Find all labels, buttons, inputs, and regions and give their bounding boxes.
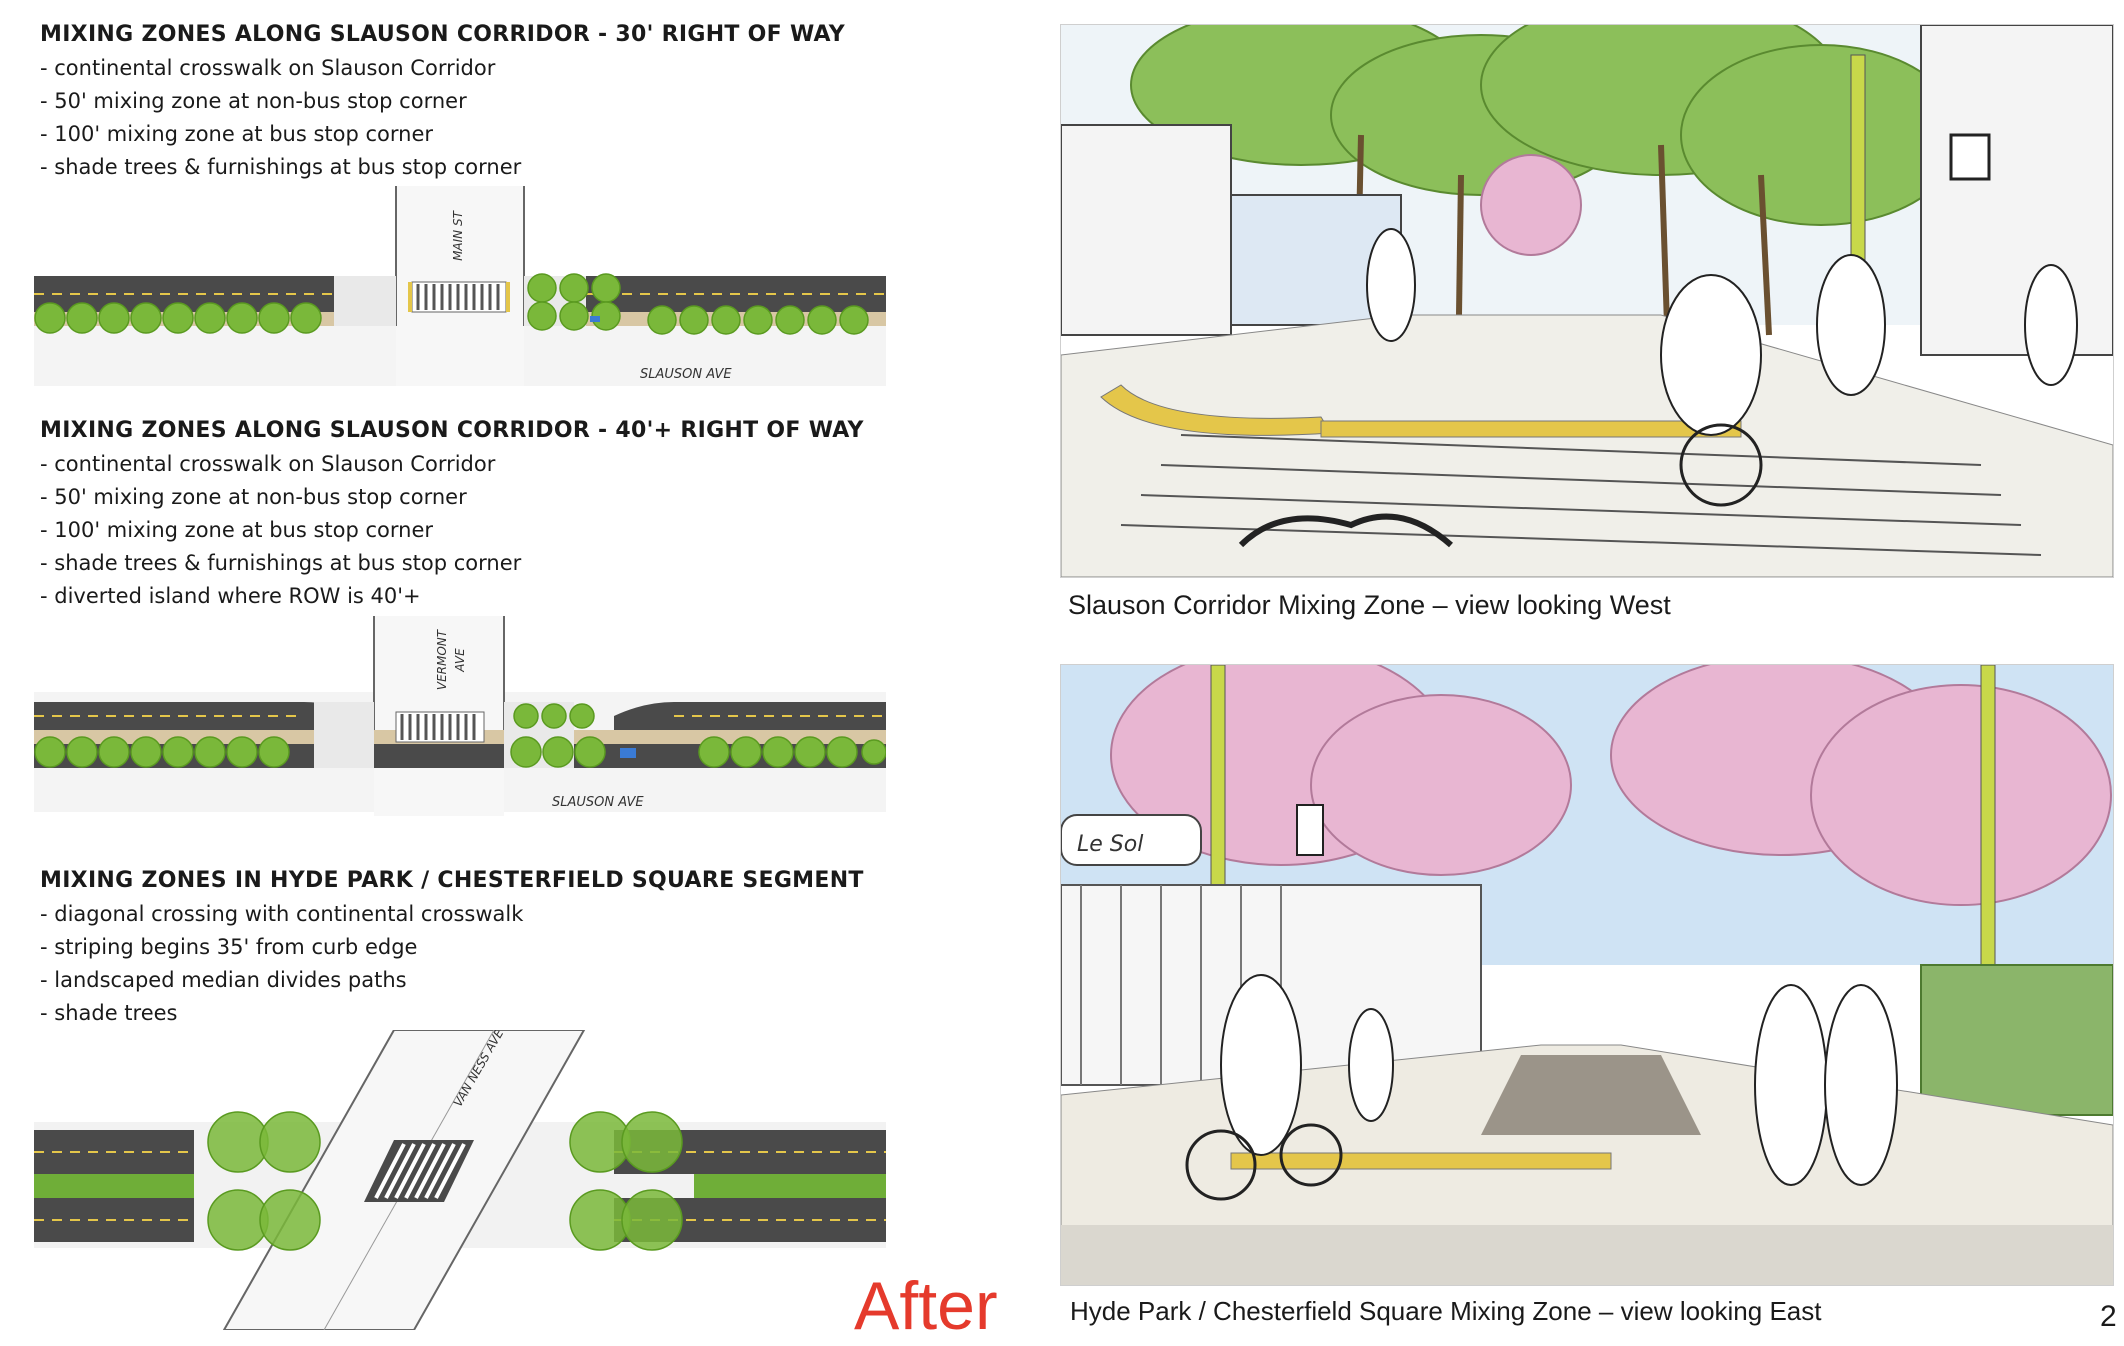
bullet: landscaped median divides paths — [40, 964, 900, 997]
section-30ft: MIXING ZONES ALONG SLAUSON CORRIDOR - 30… — [40, 18, 900, 184]
rendering-hyde-park-east: Le Sol — [1060, 664, 2114, 1286]
tree-row-east — [647, 305, 869, 335]
tree-cluster-bus-stop — [527, 273, 621, 331]
bullet: shade trees — [40, 997, 900, 1030]
plan-diagram-30ft: MAIN ST SLAUSON AVE — [34, 186, 886, 386]
cross-street-label: MAIN ST — [451, 209, 465, 261]
rendering-slauson-west — [1060, 24, 2114, 578]
plan-diagram-40ft: VERMONT AVE SLAUSON AVE — [34, 616, 886, 816]
shade-trees — [207, 1111, 683, 1251]
landscaped-median-west — [34, 1174, 194, 1198]
bullet: shade trees & furnishings at bus stop co… — [40, 547, 900, 580]
shop-sign-text: Le Sol — [1077, 832, 1143, 857]
section-title: MIXING ZONES ALONG SLAUSON CORRIDOR - 30… — [40, 22, 845, 47]
bullet: 50' mixing zone at non-bus stop corner — [40, 85, 900, 118]
tree-cluster-bus-stop — [510, 703, 606, 768]
plan-diagram-hyde-park: VAN NESS AVE — [34, 1030, 886, 1330]
crosswalk — [408, 281, 510, 313]
section-title: MIXING ZONES IN HYDE PARK / CHESTERFIELD… — [40, 868, 864, 893]
bullet: striping begins 35' from curb edge — [40, 931, 900, 964]
cross-street-label: VERMONT — [435, 628, 449, 690]
tree-row-east — [698, 736, 886, 768]
after-label: After — [854, 1268, 998, 1344]
bullet: continental crosswalk on Slauson Corrido… — [40, 448, 900, 481]
bullet: diagonal crossing with continental cross… — [40, 898, 900, 931]
bullet: 100' mixing zone at bus stop corner — [40, 118, 900, 151]
bullet: 100' mixing zone at bus stop corner — [40, 514, 900, 547]
bullet: 50' mixing zone at non-bus stop corner — [40, 481, 900, 514]
bullet-list: diagonal crossing with continental cross… — [40, 898, 900, 1030]
page-number: 2 — [2100, 1300, 2117, 1333]
tree-row-west — [34, 302, 322, 334]
photo-caption: Slauson Corridor Mixing Zone – view look… — [1068, 590, 1671, 620]
bullet: continental crosswalk on Slauson Corrido… — [40, 52, 900, 85]
section-hyde-park: MIXING ZONES IN HYDE PARK / CHESTERFIELD… — [40, 864, 900, 1030]
bullet: diverted island where ROW is 40'+ — [40, 580, 900, 613]
section-title: MIXING ZONES ALONG SLAUSON CORRIDOR - 40… — [40, 418, 864, 443]
bullet-list: continental crosswalk on Slauson Corrido… — [40, 448, 900, 613]
main-street-label: SLAUSON AVE — [640, 367, 732, 382]
tree-row-west — [34, 736, 290, 768]
main-street-label: SLAUSON AVE — [552, 795, 644, 810]
bus-stop-furnishing — [590, 316, 600, 322]
landscaped-median-east — [694, 1174, 886, 1198]
photo-caption: Hyde Park / Chesterfield Square Mixing Z… — [1070, 1296, 1822, 1326]
section-40ft: MIXING ZONES ALONG SLAUSON CORRIDOR - 40… — [40, 414, 900, 613]
bullet: shade trees & furnishings at bus stop co… — [40, 151, 900, 184]
crosswalk — [395, 711, 485, 743]
bus-stop-furnishing — [620, 748, 636, 758]
diagonal-crosswalk — [364, 1140, 474, 1202]
cross-street-label: AVE — [453, 648, 467, 673]
bullet-list: continental crosswalk on Slauson Corrido… — [40, 52, 900, 184]
